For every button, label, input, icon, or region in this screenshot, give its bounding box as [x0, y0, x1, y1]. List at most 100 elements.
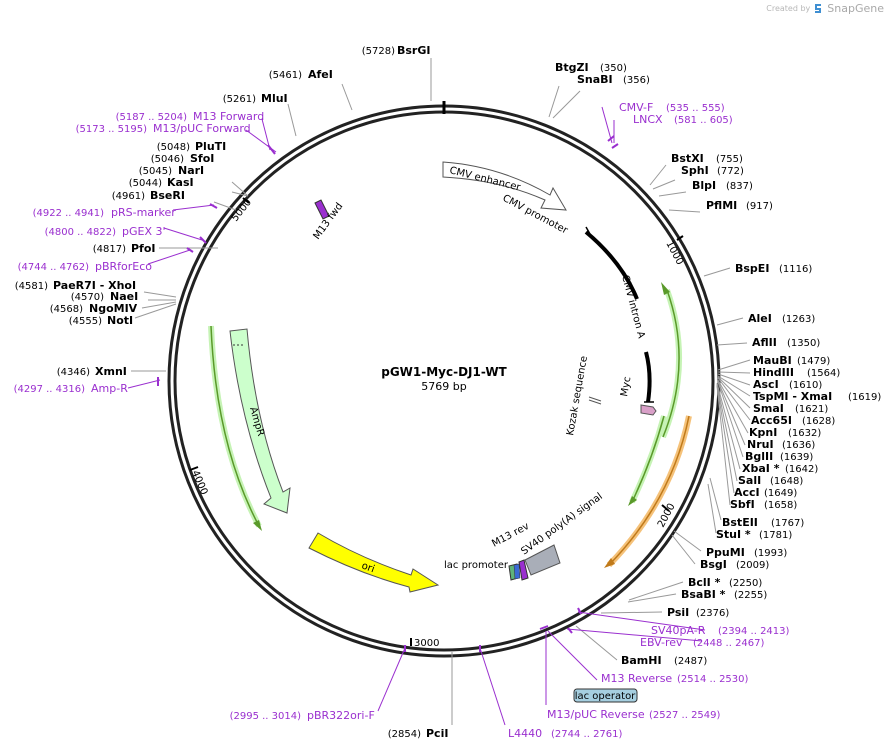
enzyme-kpni[interactable]: KpnI — [749, 426, 777, 439]
feature-green-arc-inner-head — [628, 496, 637, 506]
primer-sv40pa-r[interactable]: SV40pA-R — [651, 624, 706, 637]
primer-m13puc-reverse-pos: (2527 .. 2549) — [649, 710, 721, 721]
feature-kozak-label: Kozak sequence — [565, 355, 590, 436]
feature-green-arc-right-head — [661, 282, 670, 295]
primer-lncx[interactable]: LNCX — [633, 113, 663, 126]
enzyme-naei[interactable]: NaeI — [110, 290, 138, 303]
primer-leaders — [127, 106, 706, 726]
feature-sv40-polya[interactable]: SV40 poly(A) signal — [519, 491, 605, 576]
feature-green-arc-left-line — [210, 325, 260, 527]
enzyme-snabi[interactable]: SnaBI — [577, 73, 613, 86]
enzyme-pluti-pos: (5048) — [157, 142, 190, 153]
enzyme-acci[interactable]: AccI — [734, 486, 760, 499]
enzyme-kasi[interactable]: KasI — [167, 176, 194, 189]
enzyme-smai[interactable]: SmaI — [753, 402, 784, 415]
tick-2000: 2000 — [656, 502, 678, 530]
enzyme-pflmi[interactable]: PflMI — [706, 199, 737, 212]
enzyme-asci-pos: (1610) — [789, 380, 822, 391]
enzyme-bspei[interactable]: BspEI — [735, 262, 769, 275]
enzyme-asci[interactable]: AscI — [753, 378, 779, 391]
enzyme-blpi[interactable]: BlpI — [692, 179, 716, 192]
feature-myc[interactable]: Myc — [619, 376, 657, 416]
enzyme-alei[interactable]: AleI — [748, 312, 772, 325]
enzyme-bsteii[interactable]: BstEII — [722, 516, 758, 529]
enzyme-bseri[interactable]: BseRI — [150, 189, 185, 202]
enzyme-aflii[interactable]: AflII — [752, 336, 777, 349]
feature-lac-operator[interactable]: lac operator — [573, 688, 638, 703]
enzyme-xmai[interactable]: TspMI - XmaI — [753, 390, 832, 403]
enzyme-xmni[interactable]: XmnI — [95, 365, 127, 378]
enzyme-noti-pos: (4555) — [69, 316, 102, 327]
feature-cmv-black-tick — [585, 226, 591, 235]
enzyme-bstxi-pos: (755) — [716, 154, 743, 165]
primer-ebv-rev-pos: (2448 .. 2467) — [693, 638, 765, 649]
enzyme-bsgi[interactable]: BsgI — [700, 558, 727, 571]
enzyme-ngomiv[interactable]: NgoMIV — [89, 302, 138, 315]
feature-myc-label: Myc — [619, 376, 633, 398]
enzyme-stui-pos: (1781) — [759, 530, 792, 541]
enzyme-pfoi[interactable]: PfoI — [131, 242, 156, 255]
enzyme-bcli[interactable]: BclI * — [688, 576, 721, 589]
primer-pbrforeco[interactable]: pBRforEco — [95, 260, 152, 273]
enzyme-pcii[interactable]: PciI — [426, 727, 448, 740]
enzyme-noti[interactable]: NotI — [107, 314, 133, 327]
primer-m13puc-forward[interactable]: M13/pUC Forward — [153, 122, 251, 135]
enzyme-bamhi[interactable]: BamHI — [621, 654, 662, 667]
snapgene-brand: Created by SnapGene — [766, 2, 884, 15]
enzyme-bseri-pos: (4961) — [112, 191, 145, 202]
primer-m13puc-forward-pos: (5173 .. 5195) — [76, 124, 148, 135]
enzyme-sphi[interactable]: SphI — [681, 164, 709, 177]
primer-amp-r[interactable]: Amp-R — [91, 382, 128, 395]
enzyme-sbfi[interactable]: SbfI — [730, 498, 755, 511]
primer-labels-right: CMV-F (535 .. 555) LNCX (581 .. 605) SV4… — [508, 101, 790, 740]
primer-l4440[interactable]: L4440 — [508, 727, 542, 740]
primer-sv40pa-r-pos: (2394 .. 2413) — [718, 626, 790, 637]
brand-name: SnapGene — [827, 2, 884, 15]
enzyme-bcli-pos: (2250) — [729, 578, 762, 589]
primer-pbrforeco-pos: (4744 .. 4762) — [18, 262, 90, 273]
feature-ori[interactable]: ori — [308, 532, 440, 593]
feature-intron-black-arc — [644, 351, 652, 403]
enzyme-ngomiv-pos: (4568) — [50, 304, 83, 315]
primer-ebv-rev[interactable]: EBV-rev — [640, 636, 683, 649]
enzyme-psii[interactable]: PsiI — [667, 606, 689, 619]
enzyme-stui[interactable]: StuI * — [716, 528, 751, 541]
enzyme-ppumi[interactable]: PpuMI — [706, 546, 745, 559]
primer-m13-reverse[interactable]: M13 Reverse — [601, 672, 672, 685]
enzyme-xmai-pos: (1619) — [848, 392, 881, 403]
feature-m13-fwd[interactable]: M13 fwd — [312, 199, 346, 242]
enzyme-sali[interactable]: SalI — [738, 474, 761, 487]
enzyme-bsrgi[interactable]: BsrGI — [397, 44, 430, 57]
primer-pgex3[interactable]: pGEX 3' — [122, 225, 166, 238]
enzyme-bsabi[interactable]: BsaBI * — [681, 588, 726, 601]
primer-m13-forward[interactable]: M13 Forward — [193, 110, 264, 123]
enzyme-kasi-pos: (5044) — [129, 178, 162, 189]
enzyme-maubi[interactable]: MauBI — [753, 354, 792, 367]
primer-cmv-f-pos: (535 .. 555) — [666, 103, 725, 114]
enzyme-btgzi[interactable]: BtgZI — [555, 61, 589, 74]
enzyme-bstxi[interactable]: BstXI — [671, 152, 704, 165]
enzyme-maubi-pos: (1479) — [797, 356, 830, 367]
enzyme-pluti[interactable]: PluTI — [195, 140, 226, 153]
enzyme-acc65i[interactable]: Acc65I — [751, 414, 792, 427]
enzyme-sfoi[interactable]: SfoI — [190, 152, 214, 165]
primer-m13puc-reverse[interactable]: M13/pUC Reverse — [547, 708, 645, 721]
enzyme-nari[interactable]: NarI — [178, 164, 204, 177]
enzyme-labels-left: (5728) BsrGI (5461) AfeI (5261) MluI (50… — [15, 44, 449, 740]
enzyme-mlui[interactable]: MluI — [261, 92, 288, 105]
enzyme-nrui[interactable]: NruI — [747, 438, 774, 451]
enzyme-bamhi-pos: (2487) — [674, 656, 707, 667]
feature-green-arc-right-line — [662, 289, 680, 438]
primer-pbr322ori-f[interactable]: pBR322ori-F — [307, 709, 375, 722]
feature-green-arc-inner-line — [631, 415, 665, 503]
tick-label-2000: 2000 — [656, 502, 678, 530]
primer-prs-marker[interactable]: pRS-marker — [111, 206, 176, 219]
enzyme-xbai[interactable]: XbaI * — [742, 462, 780, 475]
enzyme-naei-pos: (4570) — [71, 292, 104, 303]
enzyme-bglii[interactable]: BglII — [745, 450, 773, 463]
enzyme-xhoi[interactable]: PaeR7I - XhoI — [53, 279, 136, 292]
feature-cmv-black-arc — [584, 230, 639, 300]
enzyme-hindiii[interactable]: HindIII — [753, 366, 794, 379]
primer-cmv-f[interactable]: CMV-F — [619, 101, 653, 114]
enzyme-afei[interactable]: AfeI — [308, 68, 333, 81]
